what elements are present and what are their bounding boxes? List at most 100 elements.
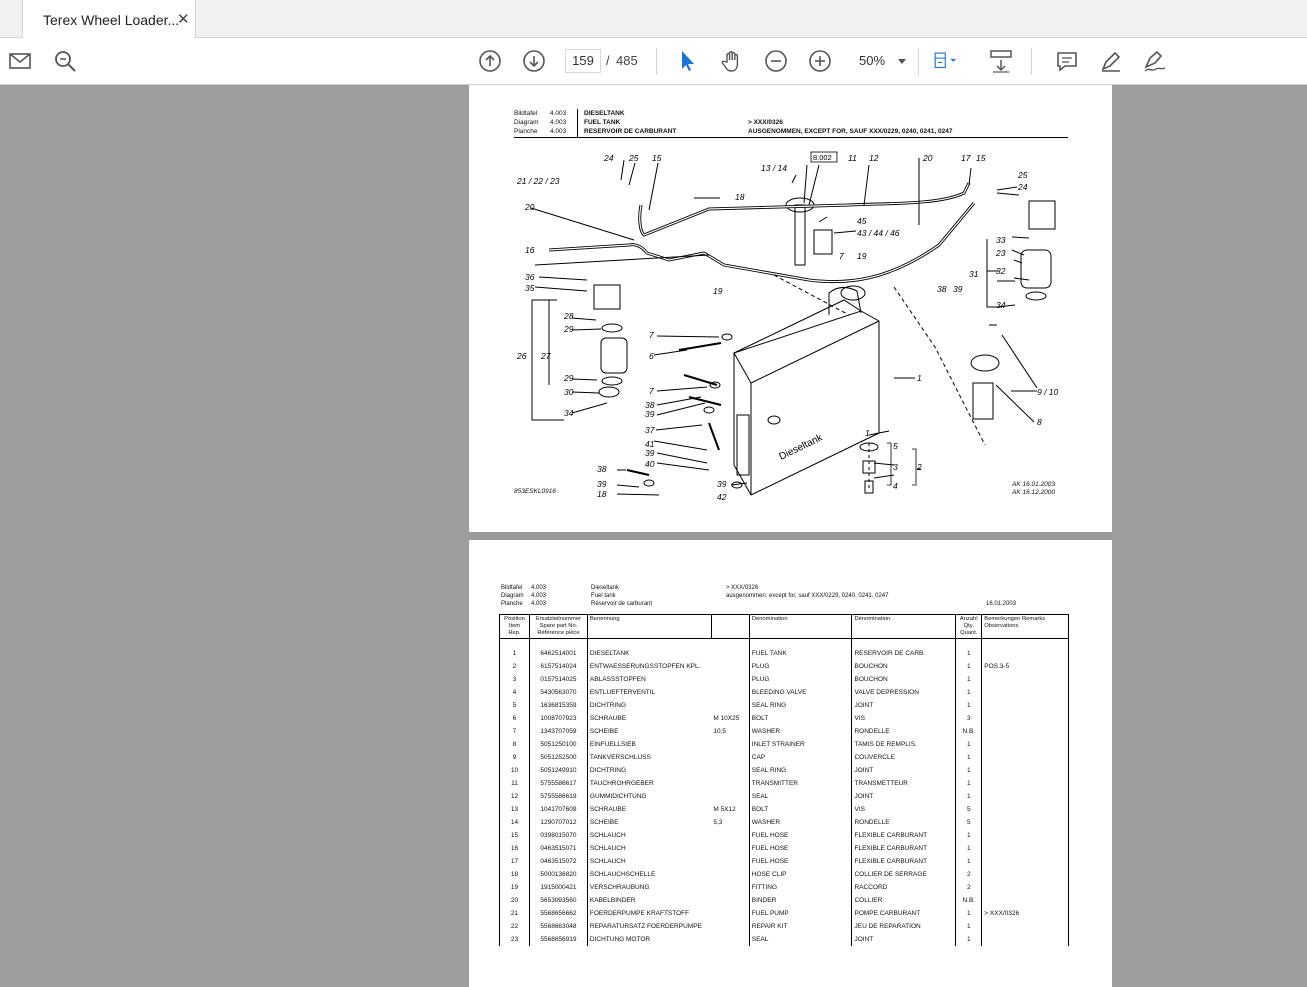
hdr-title: FUEL TANK: [584, 119, 621, 126]
cell-position: 21: [499, 906, 530, 920]
cell-quantity: 1: [955, 789, 983, 803]
chevron-down-icon[interactable]: [898, 59, 906, 64]
cell-quantity: N.B.: [955, 724, 983, 738]
cell-position: 16: [499, 841, 530, 855]
cell-dimension: [711, 763, 750, 777]
cell-part-number: 1343707059: [528, 724, 588, 738]
comment-icon[interactable]: [1054, 48, 1080, 74]
cell-quantity: 1: [955, 932, 983, 946]
callout-label: 33: [996, 235, 1006, 245]
email-icon[interactable]: [7, 48, 33, 74]
page-total: 485: [616, 53, 638, 68]
divider: [656, 48, 657, 75]
cell-part-number: 0463515072: [528, 854, 588, 868]
tab-bar: Terex Wheel Loader... ✕: [0, 0, 1307, 38]
cell-benennung: DICHTUNG MOTOR: [586, 932, 712, 946]
col-remarks: Bemerkungen Remarks Observations: [981, 614, 1069, 639]
cell-quantity: 1: [955, 750, 983, 764]
fit-page-icon[interactable]: [933, 48, 959, 74]
cell-denomination-fr: FLEXIBLE CARBURANT: [851, 854, 957, 868]
hdr-date: 16.01.2003: [986, 601, 1017, 607]
tank-label: Dieseltank: [777, 432, 825, 463]
right-pump-head: [1028, 200, 1056, 230]
callout-label: 39: [597, 479, 607, 489]
callout-label: 8.002: [813, 153, 832, 162]
callout-label: 12: [869, 153, 879, 163]
page-number-input[interactable]: 159: [565, 49, 601, 73]
callout-label: 5: [893, 441, 898, 451]
divider: [1031, 48, 1032, 75]
zoom-in-icon[interactable]: [807, 48, 833, 74]
callout-label: 29: [563, 324, 574, 334]
cell-denomination-fr: RESERVOIR DE CARB.: [851, 646, 957, 660]
cell-denomination-fr: VIS: [851, 711, 957, 725]
cell-dimension: [711, 776, 750, 790]
next-page-icon[interactable]: [521, 48, 547, 74]
callout-label: 41: [645, 439, 655, 449]
cell-position: 17: [499, 854, 530, 868]
hand-tool-icon[interactable]: [719, 48, 745, 74]
col-position: Position Item Rep.: [499, 614, 530, 639]
cell-position: 7: [499, 724, 530, 738]
search-icon[interactable]: [52, 48, 78, 74]
callout-label: 39: [717, 479, 727, 489]
tank-front-edge: [750, 320, 880, 495]
hdr-label: Bildtafel: [501, 585, 523, 591]
close-icon[interactable]: ✕: [177, 11, 190, 28]
cell-denomination-en: FUEL PUMP: [748, 906, 853, 920]
cell-quantity: 3: [955, 711, 983, 725]
cell-quantity: N.B.: [955, 893, 983, 907]
zoom-level[interactable]: 50%: [859, 53, 886, 68]
header-divider: [577, 109, 578, 137]
callout-label: 7: [649, 330, 654, 340]
callout-label: 20: [524, 202, 535, 212]
cell-remarks: [981, 880, 1069, 894]
document-tab[interactable]: Terex Wheel Loader... ✕: [22, 0, 196, 38]
cell-part-number: 1008707923: [528, 711, 588, 725]
cell-dimension: [711, 932, 750, 946]
zoom-out-icon[interactable]: [763, 48, 789, 74]
cell-position: 14: [499, 815, 530, 829]
cell-denomination-fr: JOINT: [851, 698, 957, 712]
cell-remarks: [981, 867, 1069, 881]
cell-quantity: 1: [955, 919, 983, 933]
hdr-label: Planche: [501, 601, 523, 607]
cell-remarks: [981, 646, 1069, 660]
cell-position: 4: [499, 685, 530, 699]
callout-label: 39: [645, 409, 655, 419]
cell-remarks: [981, 841, 1069, 855]
callout-label: 31: [969, 269, 979, 279]
cell-part-number: 6157514024: [528, 659, 588, 673]
previous-page-icon[interactable]: [477, 48, 503, 74]
highlight-pen-icon[interactable]: [1098, 48, 1124, 74]
cell-quantity: 1: [955, 841, 983, 855]
cell-dimension: [711, 867, 750, 881]
sign-pen-icon[interactable]: [1142, 48, 1168, 74]
cell-benennung: SCHLAUCH: [586, 828, 712, 842]
callout-label: 32: [996, 266, 1006, 276]
read-mode-icon[interactable]: [988, 48, 1014, 74]
cell-benennung: ENTWAESSERUNGSSTOPFEN KPL.: [586, 659, 712, 673]
cell-dimension: [711, 685, 750, 699]
cell-remarks: [981, 750, 1069, 764]
callout-label: 24: [1017, 182, 1028, 192]
cell-denomination-fr: VALVE DEPRESSION: [851, 685, 957, 699]
callout-label: 17: [961, 153, 971, 163]
cell-denomination-fr: RONDELLE: [851, 815, 957, 829]
callout-label: 1: [917, 373, 922, 383]
hdr-number: 4.003: [550, 110, 567, 117]
select-cursor-icon[interactable]: [674, 48, 700, 74]
callout-label: 34: [996, 300, 1006, 310]
toolbar: 159 / 485 50%: [0, 38, 1307, 85]
cell-quantity: 1: [955, 906, 983, 920]
revision-date: AK 16.01.2003: [1012, 481, 1056, 488]
hdr-remark: > XXX/0326: [726, 585, 759, 591]
document-viewer[interactable]: Bildtafel Diagram Planche 4.003 4.003 4.…: [0, 85, 1307, 987]
callout-label: 8: [1037, 417, 1042, 427]
hdr-label: Diagram: [501, 593, 524, 599]
callout-label: 30: [564, 387, 574, 397]
